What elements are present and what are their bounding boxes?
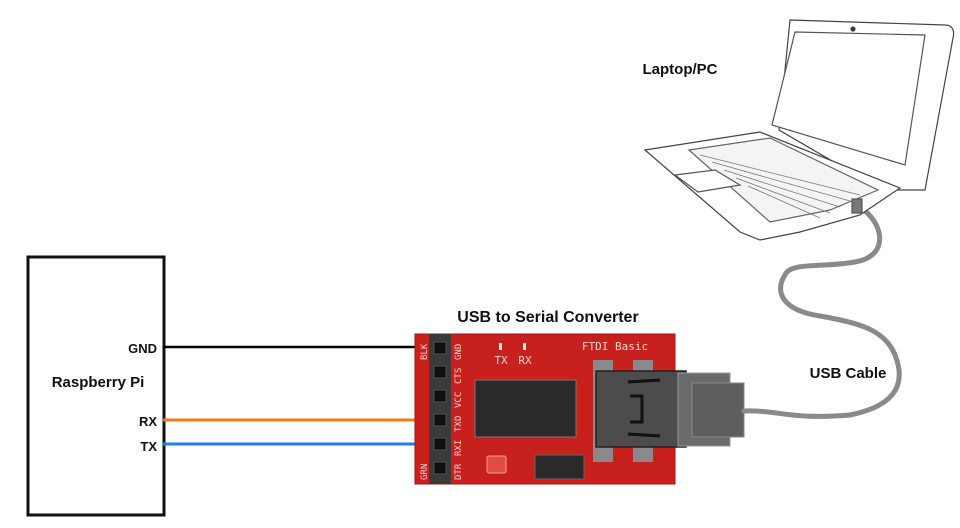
laptop-label: Laptop/PC (643, 61, 718, 78)
led-label-rx: RX (518, 354, 532, 367)
pin-label-dtr: DTR (454, 463, 464, 480)
smd-component (486, 455, 507, 474)
pi-pin-gnd: GND (128, 341, 157, 356)
pin-label-txo: TXO (454, 416, 464, 432)
rx-led (523, 343, 526, 350)
pi-pin-rx: RX (139, 414, 157, 429)
pin-label-cts: CTS (454, 368, 464, 384)
converter-label: USB to Serial Converter (457, 309, 638, 326)
pi-pin-tx: TX (140, 439, 157, 454)
header-pin-rxi (433, 437, 447, 451)
usb-cable (741, 202, 902, 419)
header-pin-cts (433, 365, 447, 379)
usb-plug (677, 372, 745, 447)
pin-label-vcc: VCC (454, 392, 464, 408)
usb-cable-label: USB Cable (810, 365, 887, 382)
raspberry-pi-label: Raspberry Pi (52, 374, 145, 391)
led-label-tx: TX (494, 354, 508, 367)
pin-label-gnd: GND (454, 344, 464, 360)
laptop-icon (643, 19, 955, 241)
raspberry-pi-box (26, 255, 166, 517)
side-label-grn: GRN (420, 464, 430, 480)
pin-label-rxi: RXI (454, 440, 464, 456)
crystal (534, 454, 585, 480)
board-name: FTDI Basic (582, 340, 648, 353)
header-pin-vcc (433, 389, 447, 403)
header-pin-dtr (433, 461, 447, 475)
ftdi-chip (474, 379, 577, 438)
ftdi-board: BLK GRN GND CTS VCC TXO RXI DTR TX RX FT… (414, 333, 687, 485)
header-pin-gnd (433, 341, 447, 355)
side-label-blk: BLK (420, 343, 430, 360)
header-pin-txo (433, 413, 447, 427)
tx-led (499, 343, 502, 350)
